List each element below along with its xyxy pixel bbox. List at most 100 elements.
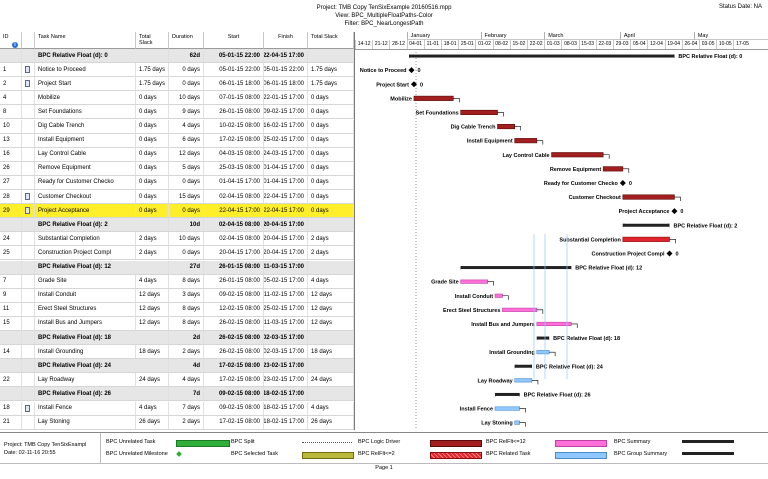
- cell-slack: 0 days: [136, 105, 169, 119]
- col-indicators[interactable]: [22, 32, 35, 49]
- col-finish[interactable]: Finish: [264, 32, 308, 49]
- cell-finish: 18-02-15 17:00: [264, 387, 308, 401]
- cell-id: 13: [0, 133, 22, 147]
- legend-related-task: BPC Related Task: [486, 451, 531, 457]
- cell-name: Dig Cable Trench: [35, 119, 136, 133]
- cell-dur: 8 days: [169, 302, 204, 316]
- timescale-week: 05-04: [630, 40, 647, 49]
- cell-start: 17-02-15 08:00: [204, 133, 264, 147]
- cell-slack2: 0 days: [308, 161, 354, 175]
- cell-slack: 0 days: [136, 204, 169, 218]
- project-title: Project: TMB Copy TenSixExample 20160516…: [316, 5, 452, 11]
- legend-swatch-split: [302, 442, 352, 443]
- cell-finish: 09-02-15 17:00: [264, 105, 308, 119]
- cell-finish: 05-02-15 17:00: [264, 274, 308, 288]
- note-icon[interactable]: [25, 80, 30, 88]
- link-arrow: [519, 422, 526, 427]
- task-label: Install Grounding: [489, 350, 535, 356]
- col-id[interactable]: ID: [0, 32, 22, 49]
- col-task-name[interactable]: Task Name: [35, 32, 136, 49]
- task-label: Set Foundations: [416, 110, 459, 116]
- summary-bar: [409, 54, 675, 58]
- cell-id: 29: [0, 204, 22, 218]
- cell-dur: 0 days: [169, 77, 204, 91]
- legend-relflt2: BPC RelFlt<=2: [358, 451, 395, 457]
- cell-start: 05-01-15 22:00: [204, 63, 264, 77]
- cell-start: 09-02-15 08:00: [204, 288, 264, 302]
- summary-cap: [667, 223, 670, 228]
- summary-cap: [514, 364, 517, 369]
- legend-group-summary: BPC Group Summary: [614, 451, 668, 457]
- notes-icon[interactable]: [25, 404, 30, 412]
- indicator-cell: [22, 246, 35, 260]
- summary-bar: [536, 336, 550, 340]
- cell-slack2: 0 days: [308, 190, 354, 204]
- col-total-slack[interactable]: Total Slack: [136, 32, 169, 49]
- summary-cap: [460, 266, 463, 271]
- cell-finish: 11-03-15 17:00: [264, 316, 308, 330]
- col-duration[interactable]: Duration: [169, 32, 204, 49]
- cell-name: Ready for Customer Checko: [35, 175, 136, 189]
- timescale-week: 21-12: [372, 40, 389, 49]
- milestone-diamond: [666, 250, 673, 257]
- summary-label: BPC Relative Float (d): 24: [536, 364, 604, 370]
- timescale-week: 17-05: [733, 40, 750, 49]
- cell-finish: 25-02-15 17:00: [264, 302, 308, 316]
- timescale-month: February: [480, 32, 545, 40]
- cell-id: 11: [0, 302, 22, 316]
- cell-id: 10: [0, 119, 22, 133]
- summary-label: BPC Relative Float (d): 26: [524, 392, 591, 398]
- cell-slack: 18 days: [136, 345, 169, 359]
- summary-name: BPC Relative Float (d): 2: [35, 218, 169, 232]
- cell-slack: 0 days: [136, 175, 169, 189]
- info-icon[interactable]: i: [12, 42, 18, 48]
- task-label: Project Acceptance: [619, 209, 670, 215]
- cell-name: Project Start: [35, 77, 136, 91]
- notes-icon[interactable]: [25, 66, 30, 74]
- timescale-month: April: [619, 32, 694, 40]
- note-icon[interactable]: [25, 207, 30, 215]
- cell-slack2: 1.75 days: [308, 63, 354, 77]
- timescale-week: 26-04: [681, 40, 699, 49]
- legend-split: BPC Split: [231, 439, 255, 445]
- cell-name: Project Acceptance: [35, 204, 136, 218]
- cell-finish: 22-04-15 17:00: [264, 49, 308, 63]
- cell-name: Install Fence: [35, 401, 136, 415]
- col-start[interactable]: Start: [204, 32, 264, 49]
- task-label: Lay Roadway: [478, 378, 514, 384]
- col-total-slack-2[interactable]: Total Slack: [308, 32, 354, 49]
- note-icon[interactable]: [25, 193, 30, 201]
- indicator-cell: [22, 401, 35, 415]
- split-divider[interactable]: [354, 32, 355, 430]
- cell-id: [0, 260, 22, 274]
- cell-slack: 0 days: [136, 119, 169, 133]
- cell-start: 04-03-15 08:00: [204, 147, 264, 161]
